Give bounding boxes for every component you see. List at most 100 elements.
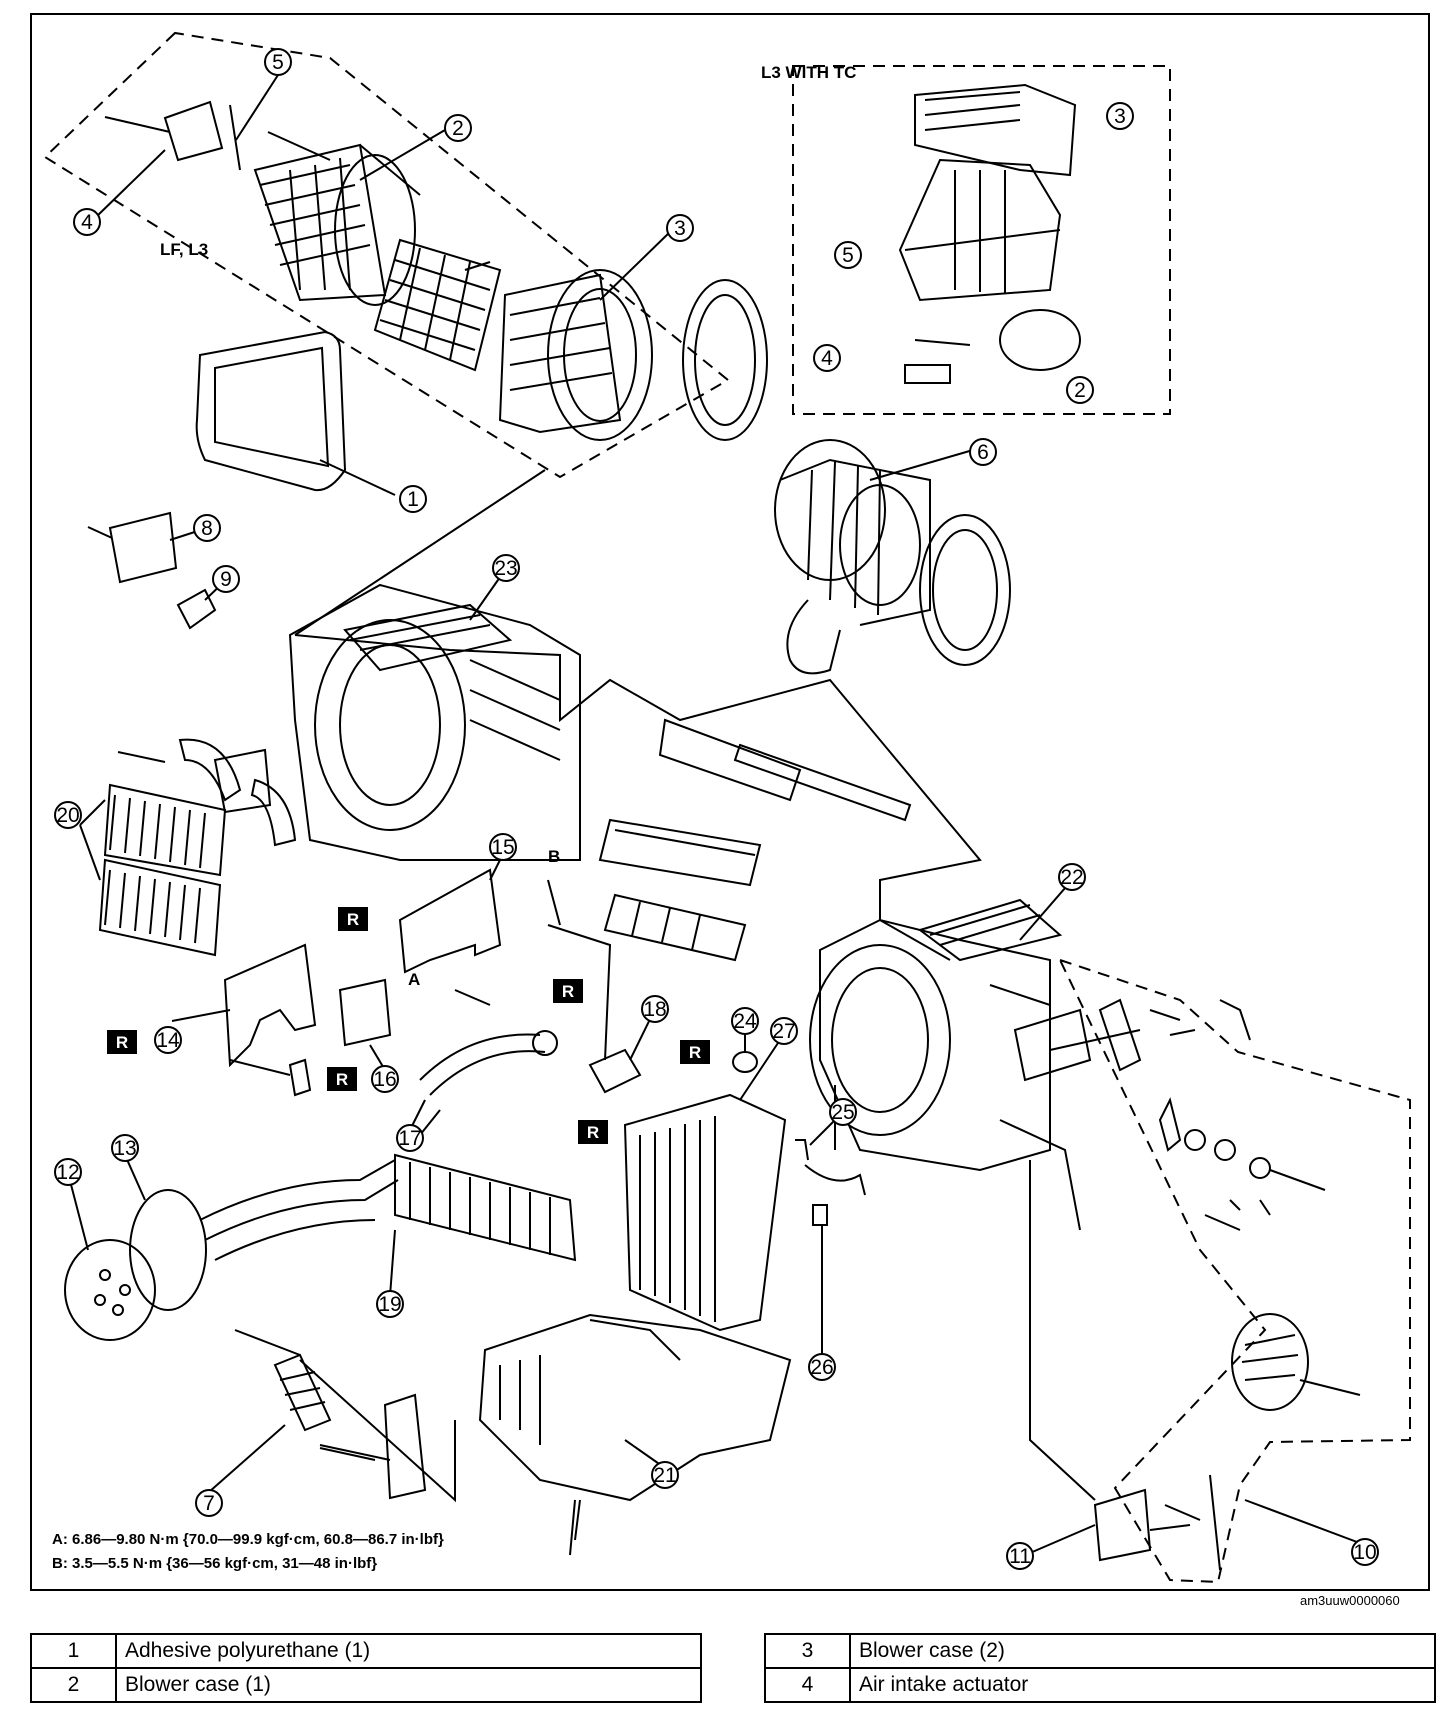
insulator-14-part bbox=[223, 943, 317, 1068]
svg-text:10: 10 bbox=[1353, 1541, 1376, 1564]
grommet-13-part bbox=[129, 1189, 207, 1311]
callout-18: 18 bbox=[641, 995, 669, 1023]
svg-text:3: 3 bbox=[674, 217, 686, 240]
figure-code: am3uuw0000060 bbox=[1300, 1593, 1400, 1608]
link-gear-part bbox=[117, 738, 297, 847]
bolt-parts bbox=[319, 261, 1201, 1556]
callout-27: 27 bbox=[770, 1017, 798, 1045]
mode-actuator-part bbox=[87, 511, 217, 630]
replace-marker-16: R bbox=[327, 1067, 357, 1091]
callout-5: 5 bbox=[264, 48, 292, 76]
lower-case-part bbox=[478, 1313, 792, 1541]
svg-text:R: R bbox=[347, 910, 359, 929]
legend-part-name: Blower case (2) bbox=[849, 1633, 1436, 1669]
internal-parts-group-outline bbox=[294, 469, 982, 961]
callout-15: 15 bbox=[489, 833, 517, 861]
upper-blower-housing-part bbox=[288, 583, 581, 861]
svg-text:4: 4 bbox=[81, 211, 93, 234]
svg-text:12: 12 bbox=[56, 1161, 79, 1184]
legend-number: 3 bbox=[764, 1633, 851, 1669]
svg-text:5: 5 bbox=[272, 51, 284, 74]
callout-group: 1223344556789101112131415161718192021222… bbox=[54, 48, 1379, 1570]
insulator-16-part bbox=[338, 978, 392, 1047]
callout-19: 19 bbox=[376, 1290, 404, 1318]
replace-marker-15: R bbox=[338, 907, 368, 931]
callout-12: 12 bbox=[54, 1158, 82, 1186]
legend-part-name: Adhesive polyurethane (1) bbox=[115, 1633, 702, 1669]
replace-marker-pipe-upper: R bbox=[553, 979, 583, 1003]
replace-marker-18: R bbox=[680, 1040, 710, 1064]
callout-24: 24 bbox=[731, 1007, 759, 1035]
callout-2-alt1: 2 bbox=[1066, 376, 1094, 404]
heater-core-part bbox=[199, 1153, 577, 1262]
callout-10: 10 bbox=[1351, 1538, 1379, 1566]
legend-row: 1 Adhesive polyurethane (1) bbox=[30, 1633, 702, 1669]
linkage-parts bbox=[999, 998, 1326, 1231]
callout-23: 23 bbox=[492, 554, 520, 582]
callout-3: 3 bbox=[666, 214, 694, 242]
svg-text:13: 13 bbox=[113, 1137, 136, 1160]
callout-17: 17 bbox=[396, 1124, 424, 1152]
air-mix-actuator-part bbox=[1029, 1160, 1221, 1571]
svg-text:R: R bbox=[562, 982, 574, 1001]
air-intake-actuator-part bbox=[104, 100, 331, 171]
callout-20: 20 bbox=[54, 801, 82, 829]
svg-text:23: 23 bbox=[494, 557, 517, 580]
callout-2: 2 bbox=[444, 114, 472, 142]
svg-text:9: 9 bbox=[220, 568, 232, 591]
legend-number: 4 bbox=[764, 1667, 851, 1703]
legend-number: 1 bbox=[30, 1633, 117, 1669]
grille-part bbox=[1231, 1313, 1361, 1411]
svg-text:19: 19 bbox=[378, 1293, 401, 1316]
svg-text:6: 6 bbox=[977, 441, 989, 464]
l3-with-tc-label: L3 WITH TC bbox=[761, 63, 856, 82]
legend-number: 2 bbox=[30, 1667, 117, 1703]
intake-filter-grid-part bbox=[373, 238, 502, 372]
callout-4-alt1: 4 bbox=[813, 344, 841, 372]
svg-text:11: 11 bbox=[1009, 1545, 1031, 1568]
callout-5-alt1: 5 bbox=[834, 241, 862, 269]
svg-text:3: 3 bbox=[1114, 105, 1126, 128]
svg-text:R: R bbox=[336, 1070, 348, 1089]
clip-24-part bbox=[732, 1051, 758, 1073]
callout-11: 11 bbox=[1006, 1542, 1034, 1570]
torque-marker-b: B bbox=[548, 847, 560, 866]
svg-text:4: 4 bbox=[821, 347, 833, 370]
svg-text:R: R bbox=[116, 1033, 128, 1052]
callout-3-alt1: 3 bbox=[1106, 102, 1134, 130]
svg-text:2: 2 bbox=[452, 117, 464, 140]
blower-case-2-part bbox=[498, 269, 653, 441]
callout-25: 25 bbox=[829, 1098, 857, 1126]
l3-with-tc-region-outline bbox=[792, 65, 1171, 415]
svg-text:8: 8 bbox=[201, 517, 213, 540]
door-plate-parts bbox=[598, 718, 912, 962]
svg-text:27: 27 bbox=[772, 1020, 795, 1043]
replace-marker-pipe-lower: R bbox=[578, 1120, 608, 1144]
svg-text:21: 21 bbox=[653, 1464, 676, 1487]
adhesive-polyurethane-part bbox=[195, 330, 347, 492]
legend-part-name: Air intake actuator bbox=[849, 1667, 1436, 1703]
evaporator-core-part bbox=[623, 1093, 787, 1332]
svg-text:1: 1 bbox=[407, 488, 419, 511]
connector-26-part bbox=[812, 1204, 828, 1226]
torque-spec-a: A: 6.86—9.80 N·m {70.0—99.9 kgf·cm, 60.8… bbox=[52, 1531, 444, 1548]
legend-row: 4 Air intake actuator bbox=[764, 1667, 1436, 1703]
pipe-17-part bbox=[419, 1030, 558, 1136]
plate-12-part bbox=[64, 1239, 156, 1341]
expansion-valve-part bbox=[547, 924, 642, 1094]
legend-part-name: Blower case (1) bbox=[115, 1667, 702, 1703]
linkage-region-outline bbox=[1059, 959, 1411, 1584]
blower-motor-part bbox=[682, 279, 1011, 675]
callout-14: 14 bbox=[154, 1026, 182, 1054]
svg-text:17: 17 bbox=[398, 1127, 421, 1150]
callout-13: 13 bbox=[111, 1134, 139, 1162]
legend-row: 2 Blower case (1) bbox=[30, 1667, 702, 1703]
svg-text:15: 15 bbox=[491, 836, 514, 859]
lf-l3-region-outline bbox=[43, 31, 730, 479]
insulator-15-part bbox=[398, 868, 502, 974]
svg-text:20: 20 bbox=[56, 804, 79, 827]
callout-7: 7 bbox=[195, 1489, 223, 1517]
svg-text:R: R bbox=[587, 1123, 599, 1142]
parts-legend-right: 3 Blower case (2) 4 Air intake actuator bbox=[764, 1633, 1436, 1703]
l3-with-tc-blower-assembly bbox=[898, 83, 1081, 384]
